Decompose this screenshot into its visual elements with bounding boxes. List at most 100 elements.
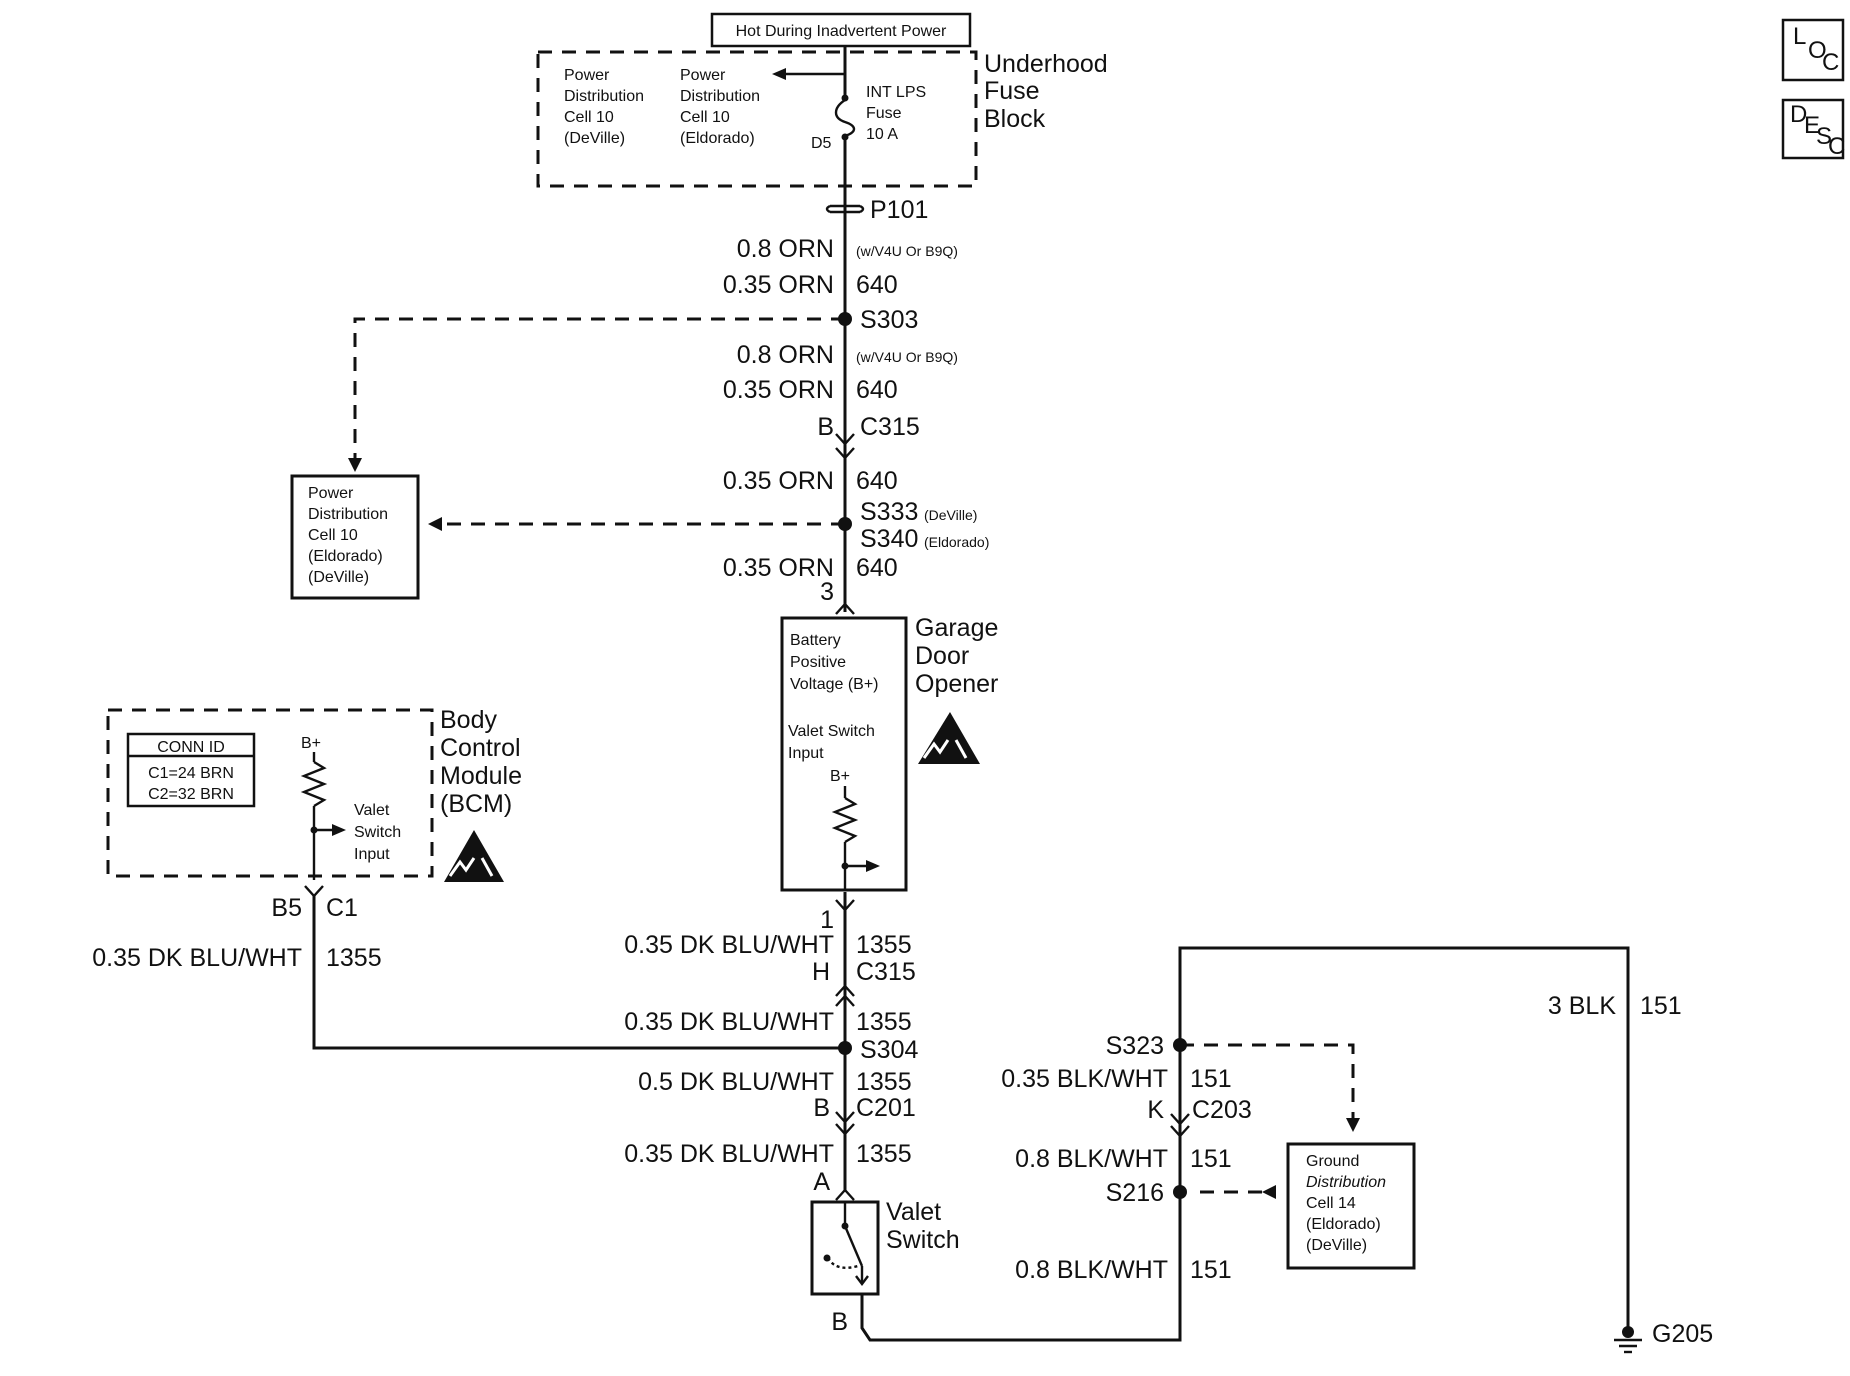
conn-id-row-2: C2=32 BRN — [148, 786, 234, 803]
fuse-terminal-d5: D5 — [811, 135, 832, 152]
gnd-wire-circuit-1: 151 — [1190, 1065, 1232, 1093]
gnd-wire-gauge-1: 0.35 BLK/WHT — [1001, 1065, 1168, 1093]
gnd-wire-gauge-3: 0.8 BLK/WHT — [1015, 1256, 1168, 1284]
power-source-box — [710, 12, 972, 48]
underhood-fuse-block — [536, 50, 978, 188]
power-distribution-box — [290, 474, 420, 600]
valet-switch-pin-a: A — [813, 1168, 830, 1196]
svg-text:Block: Block — [984, 105, 1046, 133]
desc-badge[interactable]: D E S C — [1781, 98, 1845, 160]
c315-connector-b — [835, 433, 855, 460]
svg-text:(DeVille): (DeVille) — [308, 569, 369, 586]
s333-reference-arrowhead — [428, 517, 442, 531]
svg-text:Cell 10: Cell 10 — [308, 527, 358, 544]
wire-circuit-6: 640 — [856, 554, 898, 582]
svg-text:(BCM): (BCM) — [440, 790, 512, 818]
svg-text:Body: Body — [440, 706, 497, 734]
c315-connector-h — [835, 984, 855, 1007]
wire-gauge-1: 0.8 ORN — [737, 235, 834, 263]
gdo-battery-label: Battery Positive Voltage (B+) — [790, 632, 879, 693]
svg-text:(Eldorado): (Eldorado) — [308, 548, 383, 565]
wire-gauge-5: 0.35 ORN — [723, 467, 834, 495]
s333-label: S333 — [860, 498, 918, 526]
c315-pin-h: H — [812, 958, 830, 986]
svg-text:Positive: Positive — [790, 654, 846, 671]
c315-pin-b: B — [817, 413, 834, 441]
svg-text:Switch: Switch — [354, 824, 401, 841]
valet-switch-pin-a-terminal — [835, 1188, 855, 1201]
pd-deville-label: Power Distribution Cell 10 (DeVille) — [564, 67, 644, 147]
svg-text:Valet: Valet — [354, 802, 390, 819]
svg-text:Switch: Switch — [886, 1226, 960, 1254]
bcm-c1-terminal — [304, 885, 324, 898]
bcm-esd-icon — [444, 830, 504, 882]
svg-text:Control: Control — [440, 734, 521, 762]
wire-circuit-2: 640 — [856, 271, 898, 299]
bcm-input-arrowhead — [332, 824, 346, 836]
gnd-wire-circuit-2: 151 — [1190, 1145, 1232, 1173]
gdo-valet-input-label: Valet Switch Input — [788, 723, 875, 762]
svg-text:Fuse: Fuse — [866, 105, 902, 122]
mid-wire-circuit-1: 1355 — [856, 931, 912, 959]
splice-s216 — [1173, 1185, 1187, 1199]
svg-text:Power: Power — [564, 67, 610, 84]
wire-gauge-4: 0.35 ORN — [723, 376, 834, 404]
bcm-pin-b5: B5 — [271, 894, 302, 922]
wire-gauge-6: 0.35 ORN — [723, 554, 834, 582]
mid-wire-gauge-4: 0.35 DK BLU/WHT — [624, 1140, 834, 1168]
gdo-title: Garage Door Opener — [915, 614, 998, 698]
pd-reference-arrowhead — [772, 68, 786, 80]
svg-text:Distribution: Distribution — [680, 88, 760, 105]
c203-connector — [1170, 1113, 1190, 1138]
wire-151-blk — [1178, 946, 1630, 1328]
svg-text:Fuse: Fuse — [984, 77, 1040, 105]
fuse-symbol — [834, 99, 856, 138]
bcm-valet-input-label: Valet Switch Input — [354, 802, 401, 863]
gdo-pin-1: 1 — [820, 906, 834, 934]
svg-text:Power: Power — [308, 485, 354, 502]
s304-label: S304 — [860, 1036, 918, 1064]
s216-reference-arrowhead — [1262, 1185, 1276, 1199]
s216-label: S216 — [1106, 1179, 1164, 1207]
wire-circuit-5: 640 — [856, 467, 898, 495]
p101-connector — [825, 204, 865, 214]
bcm-bplus: B+ — [301, 735, 321, 752]
conn-id-row-1: C1=24 BRN — [148, 765, 234, 782]
svg-text:(DeVille): (DeVille) — [1306, 1237, 1367, 1254]
c203-label: C203 — [1192, 1096, 1252, 1124]
svg-text:C: C — [1828, 133, 1845, 160]
svg-text:S: S — [1816, 123, 1832, 150]
valet-switch-pin-b: B — [831, 1308, 848, 1336]
s303-reference-line — [353, 317, 845, 460]
s323-reference-line — [1180, 1043, 1355, 1120]
switch-pivot — [823, 1254, 831, 1262]
gdo-input-arrowhead — [866, 860, 880, 872]
c201-connector — [835, 1111, 855, 1136]
fuse-label: INT LPS Fuse 10 A — [866, 84, 926, 143]
power-source-label: Hot During Inadvertent Power — [736, 23, 947, 40]
gdo-pin-3: 3 — [820, 578, 834, 606]
svg-text:Cell 10: Cell 10 — [680, 109, 730, 126]
mid-wire-gauge-2: 0.35 DK BLU/WHT — [624, 1008, 834, 1036]
gdo-resistor — [831, 796, 859, 844]
mid-wire-circuit-2: 1355 — [856, 1008, 912, 1036]
fuse-block-title: Underhood Fuse Block — [984, 50, 1108, 133]
svg-text:Cell 10: Cell 10 — [564, 109, 614, 126]
pd-eldorado-label: Power Distribution Cell 10 (Eldorado) — [680, 67, 760, 147]
c203-pin-k: K — [1147, 1096, 1164, 1124]
svg-text:INT LPS: INT LPS — [866, 84, 926, 101]
s340-label: S340 — [860, 525, 918, 553]
loc-badge[interactable]: L O C — [1781, 18, 1845, 82]
blk-wire-circuit: 151 — [1640, 992, 1682, 1020]
svg-text:Power: Power — [680, 67, 726, 84]
svg-text:Distribution: Distribution — [308, 506, 388, 523]
wire-note-3: (w/V4U Or B9Q) — [856, 349, 958, 365]
svg-text:Battery: Battery — [790, 632, 841, 649]
svg-text:Module: Module — [440, 762, 522, 790]
ground-distribution-box — [1286, 1142, 1416, 1270]
g205-label: G205 — [1652, 1320, 1713, 1348]
c201-label: C201 — [856, 1094, 916, 1122]
gnd-wire-circuit-3: 151 — [1190, 1256, 1232, 1284]
svg-text:C: C — [1822, 49, 1839, 76]
